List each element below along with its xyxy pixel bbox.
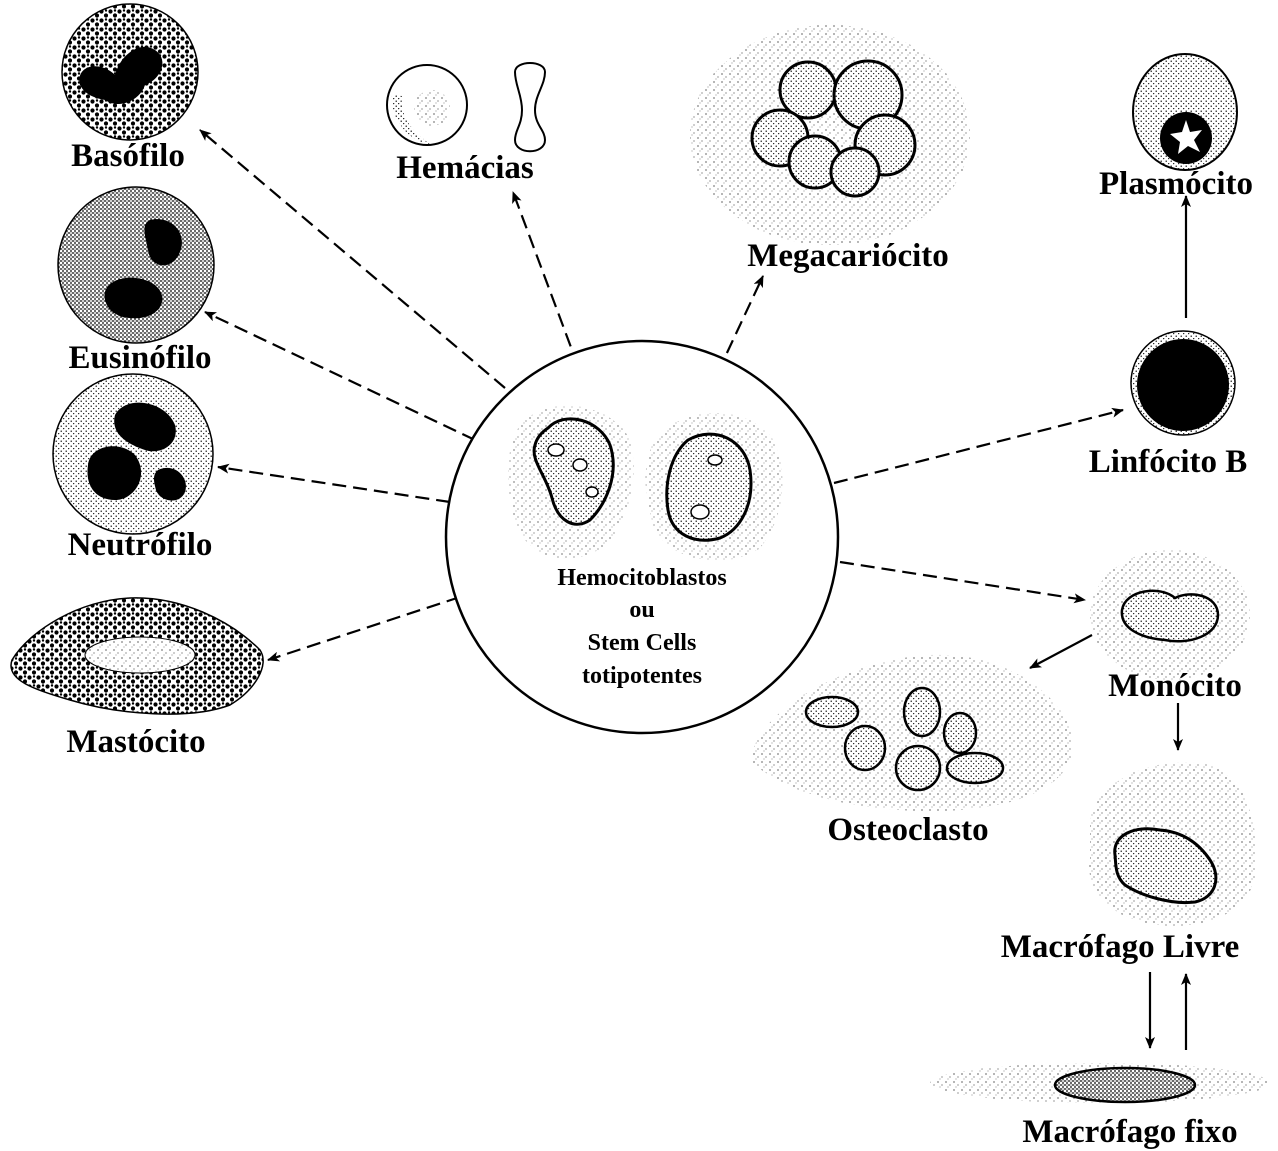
macrofago-livre-label: Macrófago Livre xyxy=(1001,929,1240,965)
stem-cell-nucleolus-3 xyxy=(586,487,598,497)
monocito-nucleus xyxy=(1122,591,1218,641)
arrow-to-monocito xyxy=(840,562,1085,600)
osteoclasto-nucleus-4 xyxy=(944,713,976,753)
megacariocito-lobe-1 xyxy=(780,62,836,118)
hemacia-profile xyxy=(515,63,545,151)
osteoclasto-nucleus-6 xyxy=(947,753,1003,783)
macrofago-livre-group: Macrófago Livre xyxy=(1001,762,1256,965)
arrow-to-linfocito-b xyxy=(834,410,1123,483)
arrow-monocito-to-osteoclasto xyxy=(1030,635,1092,668)
osteoclasto-nucleus-3 xyxy=(845,726,885,770)
mastocito-group: Mastócito xyxy=(11,598,263,760)
macrofago-fixo-nucleus xyxy=(1055,1068,1195,1102)
hemacias-label: Hemácias xyxy=(396,150,534,186)
macrofago-fixo-group: Macrófago fixo xyxy=(930,1063,1270,1150)
neutrofilo-group: Neutrófilo xyxy=(53,374,213,563)
basofilo-label: Basófilo xyxy=(71,138,185,174)
eusinofilo-cell xyxy=(58,187,214,343)
center-line-1: Hemocitoblastos xyxy=(557,565,726,591)
osteoclasto-label: Osteoclasto xyxy=(827,812,988,848)
megacariocito-group: Megacariócito xyxy=(690,25,970,274)
plasmocito-label: Plasmócito xyxy=(1099,166,1253,202)
eusinofilo-label: Eusinófilo xyxy=(68,340,211,376)
neutrofilo-label: Neutrófilo xyxy=(68,527,213,563)
neutrofilo-nucleus-lobe-2 xyxy=(87,446,141,500)
monocito-label: Monócito xyxy=(1108,668,1242,704)
stem-cell-nucleolus-4 xyxy=(708,455,722,465)
megacariocito-label: Megacariócito xyxy=(747,238,949,274)
mastocito-nucleus xyxy=(85,637,195,673)
stem-cell-nucleolus-1 xyxy=(548,444,564,456)
arrow-to-hemacias xyxy=(513,192,578,366)
hemacias-group: Hemácias xyxy=(387,63,545,186)
stem-cell-group: Hemocitoblastos ou Stem Cells totipotent… xyxy=(446,341,838,733)
megacariocito-halo xyxy=(690,25,970,245)
linfocito-b-label: Linfócito B xyxy=(1089,444,1248,480)
stem-cell-nucleolus-5 xyxy=(691,505,709,519)
macrofago-fixo-label: Macrófago fixo xyxy=(1022,1114,1237,1150)
osteoclasto-nucleus-5 xyxy=(896,746,940,790)
hemacia-center xyxy=(414,90,450,126)
basofilo-group: Basófilo xyxy=(62,4,198,174)
osteoclasto-nucleus-1 xyxy=(806,697,858,727)
megacariocito-lobe-6 xyxy=(831,148,879,196)
arrow-to-mastocito xyxy=(268,597,460,660)
linfocito-b-nucleus xyxy=(1137,339,1229,431)
stem-cell-nucleus-right xyxy=(667,434,751,540)
monocito-group: Monócito xyxy=(1090,550,1250,704)
center-line-3: Stem Cells xyxy=(588,630,697,656)
arrow-to-megacariocito xyxy=(718,276,763,372)
center-line-2: ou xyxy=(629,597,654,623)
arrow-to-neutrofilo xyxy=(218,467,450,502)
plasmocito-group: Plasmócito xyxy=(1099,54,1253,202)
osteoclasto-group: Osteoclasto xyxy=(750,655,1073,848)
stem-cell-nucleolus-2 xyxy=(573,459,587,471)
arrow-to-eusinofilo xyxy=(205,312,475,440)
eusinofilo-group: Eusinófilo xyxy=(58,187,214,376)
osteoclasto-nucleus-2 xyxy=(904,688,940,736)
mastocito-label: Mastócito xyxy=(66,724,205,760)
center-line-4: totipotentes xyxy=(582,663,702,689)
linfocito-b-group: Linfócito B xyxy=(1089,331,1248,480)
